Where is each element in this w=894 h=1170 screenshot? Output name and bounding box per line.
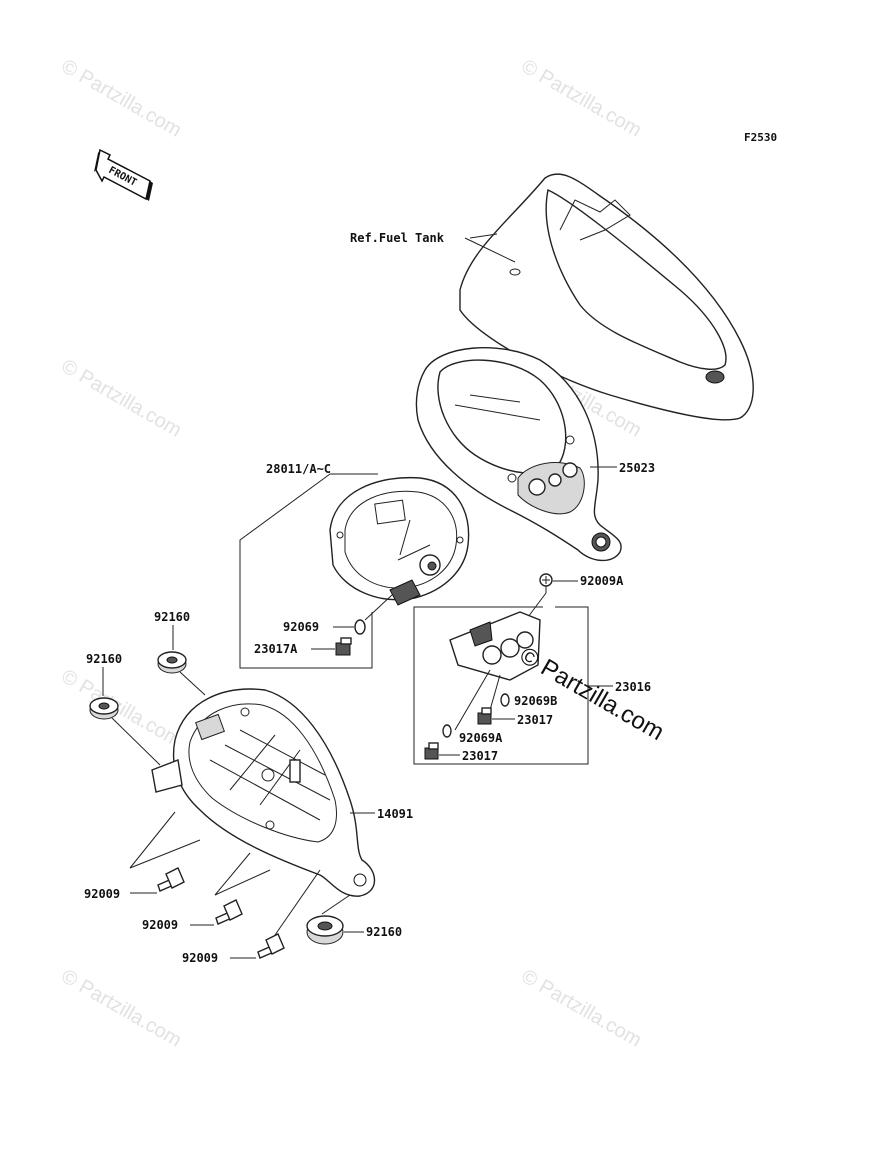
label-14091: 14091 [377, 807, 413, 821]
bulb-92069 [354, 594, 393, 635]
group-bracket-28011 [239, 473, 373, 669]
watermark: © Partzilla.com [518, 965, 646, 1051]
lower-meter-case [151, 688, 376, 897]
front-arrow-icon: FRONT [94, 148, 153, 201]
grommet-92160-top [157, 651, 206, 696]
label-92160: 92160 [86, 652, 122, 666]
socket-23017-lower [424, 742, 439, 760]
group-bracket-23016 [413, 606, 589, 765]
grommet-92160-bottom [306, 894, 351, 945]
screw-92009-2 [214, 852, 271, 925]
label-92009: 92009 [84, 887, 120, 901]
label-23017: 23017 [517, 713, 553, 727]
label-92160: 92160 [154, 610, 190, 624]
label-92069A: 92069A [459, 731, 503, 745]
label-23017: 23017 [462, 749, 498, 763]
socket-bracket-23016 [449, 611, 541, 731]
label-92069B: 92069B [514, 694, 557, 708]
watermark: © Partzilla.com [58, 55, 186, 141]
diagram-code: F2530 [744, 131, 777, 144]
watermark: © Partzilla.com [58, 965, 186, 1051]
bulb-92069B [500, 693, 510, 707]
watermark: © Partzilla.com [518, 55, 646, 141]
leader-line [469, 233, 498, 239]
grommet-92160-left [89, 697, 161, 766]
label-23016: 23016 [615, 680, 651, 694]
label-25023: 25023 [619, 461, 655, 475]
label-28011: 28011/A~C [266, 462, 331, 476]
label-ref-fuel-tank: Ref.Fuel Tank [350, 231, 445, 245]
watermark: © Partzilla.com [58, 665, 186, 751]
label-92069: 92069 [283, 620, 319, 634]
label-23017A: 23017A [254, 642, 298, 656]
bulb-92069A [442, 724, 452, 738]
socket-23017-upper [477, 707, 492, 725]
screw-92009-1 [129, 811, 201, 892]
label-92160: 92160 [366, 925, 402, 939]
meter-assembly [329, 476, 470, 606]
label-92009A: 92009A [580, 574, 624, 588]
label-92009: 92009 [182, 951, 218, 965]
socket-23017A [335, 637, 352, 656]
meter-housing [415, 346, 622, 562]
label-92009: 92009 [142, 918, 178, 932]
screw-92009-3 [257, 869, 321, 959]
watermark: © Partzilla.com [58, 355, 186, 441]
